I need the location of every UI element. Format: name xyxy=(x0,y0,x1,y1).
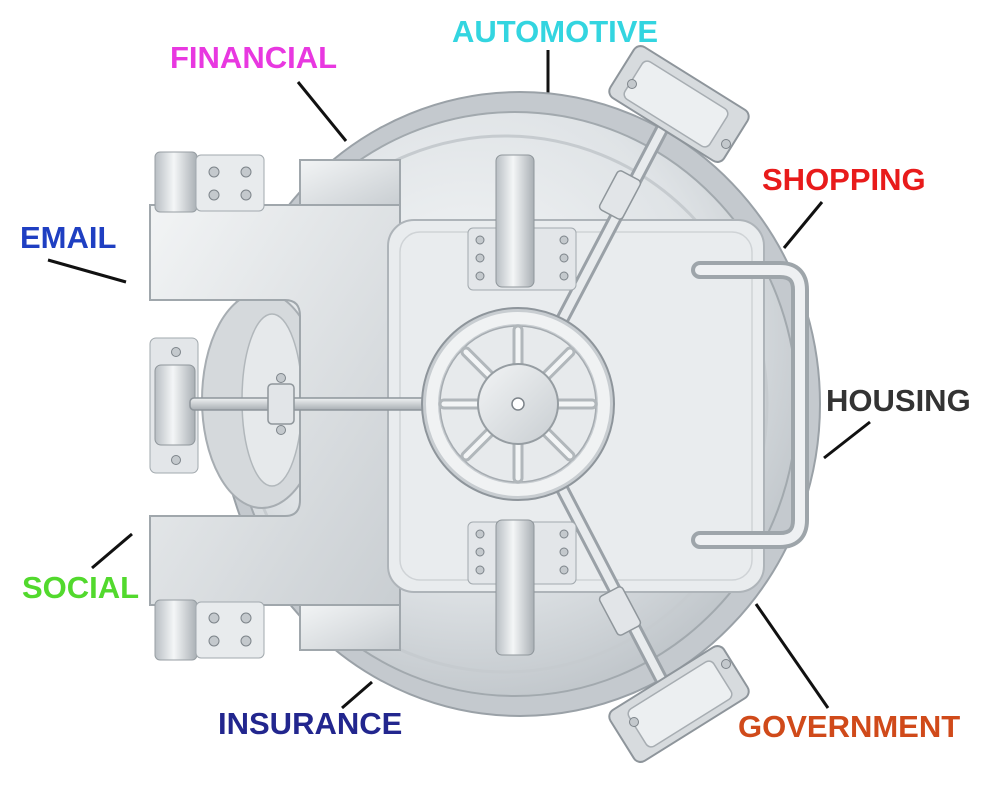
label-social: SOCIAL xyxy=(22,570,140,605)
vault-wheel xyxy=(421,307,615,501)
label-automotive: AUTOMOTIVE xyxy=(452,14,659,49)
label-housing: HOUSING xyxy=(826,383,971,418)
leader-line-shopping xyxy=(782,201,824,249)
label-insurance: INSURANCE xyxy=(218,706,403,741)
left-latch-block xyxy=(149,337,199,474)
bolt-cap-top xyxy=(608,45,750,163)
center-hinge-bottom xyxy=(467,519,577,656)
hinge-block-top xyxy=(154,151,265,213)
leader-line-housing xyxy=(823,420,871,460)
leader-line-financial xyxy=(296,81,348,142)
label-government: GOVERNMENT xyxy=(738,709,961,744)
hinge-block-bottom xyxy=(154,599,265,661)
label-shopping: SHOPPING xyxy=(762,162,926,197)
leader-line-email xyxy=(47,258,127,284)
leader-line-insurance xyxy=(341,680,373,710)
leader-line-government xyxy=(754,603,830,709)
leader-line-social xyxy=(91,532,133,570)
bolt-cap-bottom xyxy=(608,645,750,763)
label-email: EMAIL xyxy=(20,220,117,255)
hinge-plate xyxy=(149,204,401,606)
label-financial: FINANCIAL xyxy=(170,40,338,75)
leader-lines xyxy=(47,50,871,710)
center-hinge-top xyxy=(467,154,577,291)
rod-clamps xyxy=(267,170,642,636)
